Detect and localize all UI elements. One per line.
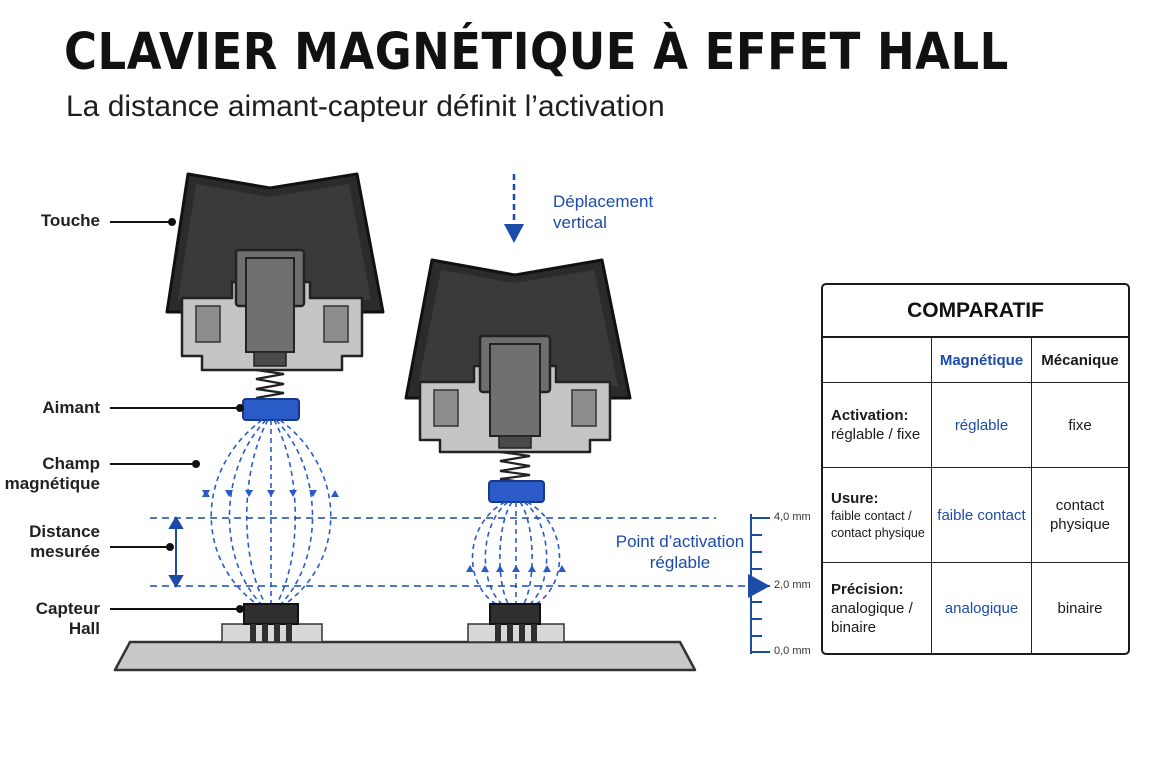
row-activation-title: Activation: [831,407,909,424]
row-precision-title: Précision: [831,580,904,598]
field-arrows-left [202,490,339,497]
scale-label-top: 4,0 mm [774,511,811,523]
row-wear-magnetic: faible contact [931,468,1031,562]
row-precision-magnetic: analogique [931,563,1031,653]
label-distance-line1: Distance [29,522,100,541]
row-wear-title: Usure: [831,489,879,507]
motion-label-line2: vertical [553,213,607,232]
activation-pointer [748,574,770,598]
page-title: CLAVIER MAGNÉTIQUE À EFFET HALL [64,22,1009,82]
magnetic-field-right [471,501,561,609]
row-wear-sub2: contact physique [831,525,925,540]
scale-label-mid: 2,0 mm [774,579,811,591]
label-champ: Champ magnétique [4,454,100,494]
key-switch-unpressed [165,172,385,643]
activation-label: Point d’activation réglable [612,531,748,573]
row-precision-label: Précision: analogique / binaire [823,563,931,653]
label-distance-line2: mesurée [30,542,100,561]
hall-sensor-right [467,603,565,643]
label-champ-line1: Champ [42,454,100,473]
distance-bracket [168,516,184,588]
label-aimant: Aimant [42,398,100,417]
spring-right [499,450,531,483]
magnet-right [488,480,545,503]
row-activation-sub: réglable / fixe [831,426,921,443]
label-distance: Distance mesurée [4,522,100,562]
header-magnetic: Magnétique [931,338,1031,382]
row-wear-sub1: faible contact / [831,508,912,523]
row-activation-magnetic: réglable [931,383,1031,467]
header-empty-cell [823,338,931,382]
row-precision-sub1: analogique / [831,599,913,617]
field-arrows-right [466,565,566,572]
row-precision-sub2: binaire [831,618,877,636]
scale-label-bottom: 0,0 mm [774,645,811,657]
row-wear-label: Usure: faible contact / contact physique [823,468,931,562]
pcb-plate [113,640,697,672]
row-precision-mechanical: binaire [1031,563,1128,653]
row-activation-mechanical: fixe [1031,383,1128,467]
row-activation-label: Activation: réglable / fixe [823,383,931,467]
activation-label-line2: réglable [649,553,711,572]
activation-label-line1: Point d’activation [615,532,745,551]
motion-label: Déplacement vertical [553,191,653,233]
magnet-left [242,398,300,421]
row-wear-mechanical-line2: physique [1049,516,1111,533]
hall-sensor-left [221,603,323,643]
magnetic-field-left [210,419,332,606]
comparison-table: COMPARATIF Magnétique Mécanique Activati… [821,283,1130,655]
row-wear-mechanical: contact physique [1031,468,1128,562]
label-champ-line2: magnétique [4,474,100,493]
comparison-grid: Magnétique Mécanique Activation: réglabl… [823,338,1128,653]
label-capteur: Capteur Hall [35,599,100,638]
comparison-title: COMPARATIF [823,285,1128,338]
key-switch-pressed [404,258,632,643]
label-leaders [110,218,244,613]
spring-left [255,368,285,402]
header-mechanical: Mécanique [1031,338,1128,382]
label-touche: Touche [40,211,100,230]
motion-arrow [504,174,524,243]
page-subtitle: La distance aimant-capteur définit l’act… [66,90,665,123]
motion-label-line1: Déplacement [553,192,654,211]
row-wear-mechanical-line1: contact [1055,497,1105,514]
